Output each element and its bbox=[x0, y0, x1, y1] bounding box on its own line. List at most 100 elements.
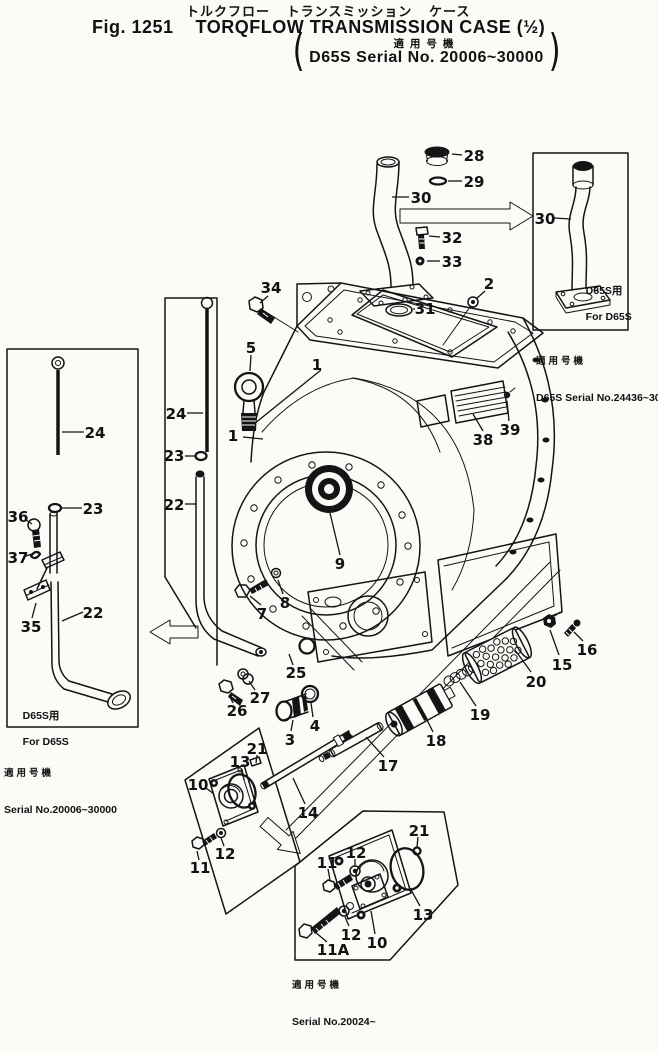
callout-1: 1 bbox=[312, 356, 322, 374]
right-inset-caption-jp: 適用号機 bbox=[536, 356, 587, 367]
washer-12b-inset bbox=[349, 865, 361, 877]
washer-33 bbox=[415, 256, 425, 266]
callout-11: 11 bbox=[317, 854, 338, 872]
callout-26: 26 bbox=[227, 702, 248, 720]
paren-close: ) bbox=[548, 25, 561, 76]
washer-12c-inset bbox=[338, 902, 354, 917]
callout-38: 38 bbox=[473, 431, 494, 449]
callout-29: 29 bbox=[464, 173, 485, 191]
bottom-inset-box bbox=[294, 810, 459, 961]
callout-20: 20 bbox=[526, 673, 547, 691]
callout-leader-11 bbox=[327, 868, 331, 881]
washers-27 bbox=[237, 668, 254, 685]
callout-leader-21 bbox=[416, 836, 419, 848]
figure-number: Fig. 1251 bbox=[92, 17, 174, 37]
callout-4: 4 bbox=[310, 717, 320, 735]
pump-panel-outline bbox=[184, 727, 301, 915]
callout-leader-15 bbox=[549, 629, 560, 656]
bolt-7 bbox=[234, 579, 269, 598]
arrow-to-left-inset bbox=[149, 619, 199, 645]
callout-leader-17 bbox=[365, 736, 385, 758]
callout-leader-28 bbox=[451, 153, 463, 156]
washer-8 bbox=[270, 567, 282, 579]
callout-leader-14 bbox=[292, 777, 306, 805]
right-inset-box bbox=[532, 152, 629, 331]
callout-22: 22 bbox=[83, 604, 104, 622]
callout-leader-7 bbox=[249, 595, 262, 606]
strainer-perforations bbox=[472, 637, 522, 677]
diagram-stage: トルクフロー トランスミッション ケース Fig. 1251 TORQFLOW … bbox=[4, 4, 658, 1028]
callout-24: 24 bbox=[85, 424, 106, 442]
callout-leader-5 bbox=[249, 354, 252, 372]
callout-leader-19 bbox=[459, 681, 477, 707]
callout-1: 1 bbox=[228, 427, 238, 445]
bolt-11-inset bbox=[322, 874, 353, 893]
callout-23: 23 bbox=[164, 447, 185, 465]
callout-16: 16 bbox=[577, 641, 598, 659]
callout-leader-12 bbox=[344, 916, 350, 927]
filler-tube-assembly bbox=[359, 146, 479, 346]
drive-shaft-14 bbox=[260, 730, 353, 790]
right-inset-caption-serial: D65S Serial No.24436~30000 bbox=[536, 392, 658, 404]
callout-leader-16 bbox=[573, 631, 584, 642]
clamp-upper bbox=[36, 551, 65, 590]
lock-washer-37 bbox=[29, 550, 42, 560]
callout-35: 35 bbox=[21, 618, 42, 636]
callout-leader-13 bbox=[409, 887, 421, 907]
strainer-20 bbox=[461, 626, 533, 685]
callout-leader-25 bbox=[288, 653, 294, 666]
callout-leader-2 bbox=[475, 290, 486, 300]
callout-leader-1 bbox=[242, 436, 264, 440]
filter-cartridge-18 bbox=[385, 683, 456, 737]
gasket-29 bbox=[428, 176, 448, 186]
callout-13: 13 bbox=[413, 906, 434, 924]
bolt-11-main bbox=[191, 833, 217, 850]
bolt-32 bbox=[415, 226, 429, 249]
callout-leader-8 bbox=[277, 579, 284, 595]
filler-tube-30 bbox=[372, 156, 414, 288]
callout-18: 18 bbox=[426, 732, 447, 750]
diagram-canvas: 2829303233312345112423223839978252726341… bbox=[6, 146, 629, 961]
callout-28: 28 bbox=[464, 147, 485, 165]
callout-30: 30 bbox=[535, 210, 556, 228]
o-ring-13-main bbox=[227, 773, 257, 809]
title-japanese: トルクフロー トランスミッション ケース bbox=[186, 4, 471, 19]
bolt-26 bbox=[218, 679, 243, 706]
input-bore bbox=[305, 465, 353, 513]
callout-21: 21 bbox=[247, 740, 268, 758]
clamp-35 bbox=[23, 579, 51, 601]
callout-2: 2 bbox=[484, 275, 494, 293]
bottom-inset-caption: 適用号機 Serial No.20024~ bbox=[292, 956, 376, 1052]
callout-15: 15 bbox=[552, 656, 573, 674]
filter-tube-17 bbox=[318, 722, 384, 763]
dipstick-handle bbox=[200, 296, 214, 310]
callout-24: 24 bbox=[166, 405, 187, 423]
rim-bolt-holes bbox=[509, 357, 550, 555]
callout-32: 32 bbox=[442, 229, 463, 247]
callout-23: 23 bbox=[83, 500, 104, 518]
right-inset-variant-jp: D65S用 bbox=[585, 285, 623, 297]
callout-10: 10 bbox=[367, 934, 388, 952]
arrow-to-bottom-inset bbox=[259, 816, 301, 854]
callout-leader-10 bbox=[205, 787, 215, 795]
callout-leader-10 bbox=[370, 910, 376, 935]
callout-17: 17 bbox=[378, 757, 399, 775]
left-inset-variant-jp: D65S用 bbox=[22, 710, 60, 722]
left-inset-variant: D65S用 For D65S bbox=[11, 697, 69, 762]
grommet-23-left bbox=[47, 502, 63, 514]
plug-15 bbox=[543, 611, 561, 628]
callout-8: 8 bbox=[280, 594, 290, 612]
callout-leader-38 bbox=[472, 413, 484, 432]
callout-leader-21 bbox=[255, 754, 258, 764]
callout-31: 31 bbox=[415, 300, 436, 318]
left-inset-parts bbox=[23, 356, 131, 710]
callout-leader-1 bbox=[253, 369, 322, 425]
transmission-case bbox=[231, 282, 563, 663]
callout-27: 27 bbox=[250, 689, 271, 707]
title-row: Fig. 1251 TORQFLOW TRANSMISSION CASE (½) bbox=[92, 17, 545, 38]
bolt-2 bbox=[442, 296, 479, 346]
callout-layer: 2829303233312345112423223839978252726341… bbox=[8, 147, 598, 959]
left-inset-box bbox=[6, 348, 139, 728]
callout-leader-18 bbox=[422, 711, 434, 733]
callout-36: 36 bbox=[8, 508, 29, 526]
